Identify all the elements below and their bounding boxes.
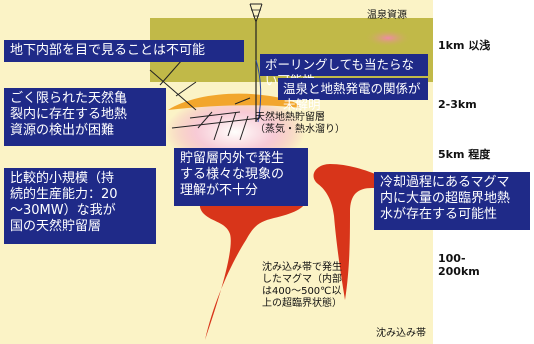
- fracture-lines: [149, 59, 261, 141]
- depth-100-200km: 100- 200km: [438, 252, 480, 278]
- subduction-zone-label: 沈み込み帯: [376, 328, 426, 339]
- reservoir-cap: [168, 93, 300, 110]
- subduction-magma-label: 沈み込み帯で発生 したマグマ（内部 は400〜500℃以 上の超臨界状態）: [262, 262, 342, 309]
- depth-2-3km: 2-3km: [438, 98, 477, 111]
- onsen-glow: [364, 29, 412, 47]
- info-boring-miss: ボーリングしても当たらない可能性: [260, 54, 428, 88]
- onsen-resources-label: 温泉資源: [367, 10, 407, 21]
- info-small-scale: 比較的小規模（持 続的生産能力：20 〜30MW）な我が 国の天然貯留層: [4, 168, 156, 244]
- magma-plume-right: [313, 164, 385, 300]
- info-invisible-underground: 地下内部を目で見ることは不可能: [4, 40, 244, 62]
- magma-plume-left: [199, 191, 306, 340]
- info-fracture-detection: ごく限られた天然亀 裂内に存在する地熱 資源の検出が困難: [4, 88, 166, 146]
- drilling-rig-icon: [249, 3, 263, 23]
- depth-1km: 1km 以浅: [438, 39, 491, 52]
- info-supercritical: 冷却過程にあるマグマ 内に大量の超臨界地熱 水が存在する可能性: [374, 172, 530, 230]
- info-onsen-relation: 温泉と地熱発電の関係が未解明: [278, 78, 428, 112]
- reservoir-label: 天然地熱貯留層 （蒸気・熱水溜り）: [255, 112, 345, 135]
- depth-5km: 5km 程度: [438, 148, 491, 161]
- info-phenomena: 貯留層内外で発生 する様々な現象の 理解が不十分: [174, 148, 308, 206]
- well-branch: [255, 59, 262, 123]
